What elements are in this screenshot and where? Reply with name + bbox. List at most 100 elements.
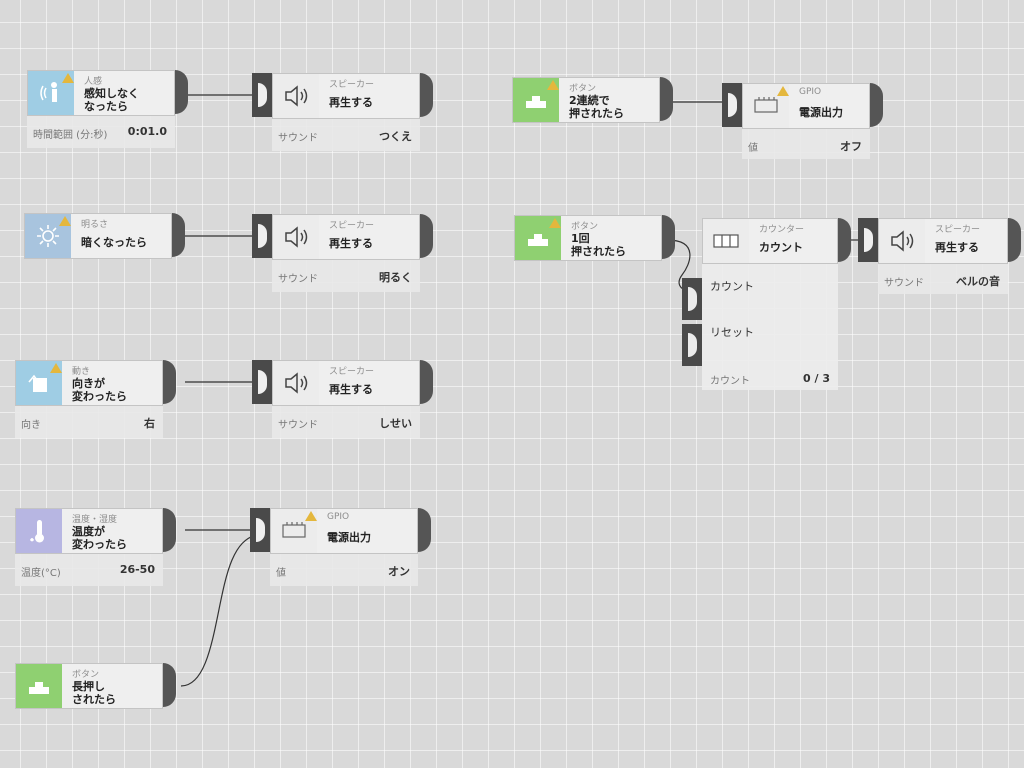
block-action: 再生する: [329, 96, 373, 109]
input-port[interactable]: [858, 218, 878, 262]
block-category: 人感: [84, 77, 103, 87]
block-action: 再生する: [329, 383, 373, 396]
reset-input-label: リセット: [710, 326, 754, 339]
warning-icon: [59, 216, 71, 226]
block-action: 向きが 変わったら: [72, 377, 127, 403]
speaker-card[interactable]: スピーカー 再生する: [878, 218, 1008, 264]
button-icon: [16, 664, 62, 708]
block-action: 2連続で 押されたら: [569, 94, 624, 120]
param-panel[interactable]: サウンド 明るく: [272, 260, 420, 292]
button-card[interactable]: ボタン 2連続で 押されたら: [512, 77, 660, 123]
output-port[interactable]: [870, 83, 883, 127]
param-panel[interactable]: サウンド ベルの音: [878, 264, 1008, 294]
input-port[interactable]: [252, 360, 272, 404]
motion-card[interactable]: 動き 向きが 変わったら: [15, 360, 163, 406]
button-card[interactable]: ボタン 長押し されたら: [15, 663, 163, 709]
output-port[interactable]: [172, 213, 185, 257]
human-sensor-card[interactable]: 人感 感知しなく なったら: [27, 70, 175, 116]
block-action: 暗くなったら: [81, 236, 147, 249]
output-port[interactable]: [163, 508, 176, 552]
block-action: カウント: [759, 241, 803, 254]
brightness-card[interactable]: 明るさ 暗くなったら: [24, 213, 172, 259]
param-panel[interactable]: サウンド つくえ: [272, 119, 420, 151]
param-value[interactable]: 26-50: [119, 563, 155, 576]
speaker-card[interactable]: スピーカー 再生する: [272, 214, 420, 260]
reset-input-port[interactable]: [682, 324, 702, 366]
button-card[interactable]: ボタン 1回 押されたら: [514, 215, 662, 261]
block-category: 明るさ: [81, 220, 109, 230]
count-input-port[interactable]: [682, 278, 702, 320]
speaker-icon: [273, 74, 319, 118]
thermometer-icon: [16, 509, 62, 553]
warning-icon: [547, 80, 559, 90]
param-value[interactable]: ベルの音: [956, 275, 1000, 288]
warning-icon: [777, 86, 789, 96]
block-category: スピーカー: [329, 367, 375, 377]
counter-card[interactable]: カウンター カウント: [702, 218, 838, 264]
output-port[interactable]: [175, 70, 188, 114]
param-value[interactable]: 0:01.0: [127, 125, 167, 138]
param-value[interactable]: オフ: [840, 140, 862, 153]
param-panel[interactable]: 温度(°C) 26-50: [15, 554, 163, 586]
count-status-label: カウント: [710, 376, 750, 387]
param-panel[interactable]: サウンド しせい: [272, 406, 420, 438]
param-label: 値: [748, 143, 758, 154]
output-port[interactable]: [420, 360, 433, 404]
input-port[interactable]: [250, 508, 270, 552]
input-port[interactable]: [722, 83, 742, 127]
output-port[interactable]: [838, 218, 851, 262]
param-value[interactable]: つくえ: [379, 130, 412, 143]
param-label: サウンド: [278, 420, 318, 431]
warning-icon: [549, 218, 561, 228]
param-panel[interactable]: 向き 右: [15, 406, 163, 438]
speaker-icon: [879, 219, 925, 263]
count-input-label: カウント: [710, 280, 754, 293]
param-label: サウンド: [884, 278, 924, 289]
gpio-card[interactable]: GPIO 電源出力: [742, 83, 870, 129]
input-port[interactable]: [252, 73, 272, 117]
block-category: スピーカー: [329, 221, 375, 231]
param-panel[interactable]: 値 オフ: [742, 129, 870, 159]
output-port[interactable]: [1008, 218, 1021, 262]
block-action: 長押し されたら: [72, 680, 116, 706]
block-category: 動き: [72, 367, 91, 377]
input-port[interactable]: [252, 214, 272, 258]
block-action: 温度が 変わったら: [72, 525, 127, 551]
block-action: 再生する: [935, 241, 979, 254]
wire-button-long-gpio: [180, 533, 259, 687]
gpio-card[interactable]: GPIO 電源出力: [270, 508, 418, 554]
param-label: サウンド: [278, 133, 318, 144]
output-port[interactable]: [660, 77, 673, 121]
block-category: スピーカー: [935, 225, 981, 235]
warning-icon: [305, 511, 317, 521]
block-action: 感知しなく なったら: [84, 87, 139, 113]
block-category: GPIO: [327, 512, 350, 522]
counter-icon: [703, 219, 749, 263]
block-action: 1回 押されたら: [571, 232, 626, 258]
param-value[interactable]: しせい: [379, 417, 412, 430]
speaker-card[interactable]: スピーカー 再生する: [272, 360, 420, 406]
block-action: 電源出力: [327, 531, 371, 544]
output-port[interactable]: [420, 73, 433, 117]
block-category: ボタン: [571, 222, 599, 232]
output-port[interactable]: [163, 360, 176, 404]
param-value[interactable]: 右: [144, 417, 155, 430]
speaker-card[interactable]: スピーカー 再生する: [272, 73, 420, 119]
param-value[interactable]: オン: [388, 565, 410, 578]
count-status-value: 0 / 3: [803, 372, 830, 385]
output-port[interactable]: [662, 215, 675, 259]
output-port[interactable]: [420, 214, 433, 258]
param-label: 値: [276, 568, 286, 579]
block-action: 電源出力: [799, 106, 843, 119]
counter-panel[interactable]: カウント リセット カウント 0 / 3: [682, 264, 838, 390]
block-category: GPIO: [799, 87, 822, 97]
param-panel[interactable]: 時間範囲 (分:秒) 0:01.0: [27, 116, 175, 148]
param-panel[interactable]: 値 オン: [270, 554, 418, 586]
output-port[interactable]: [418, 508, 431, 552]
speaker-icon: [273, 215, 319, 259]
output-port[interactable]: [163, 663, 176, 707]
param-value[interactable]: 明るく: [379, 271, 412, 284]
param-label: 温度(°C): [21, 568, 61, 579]
temperature-card[interactable]: 温度・湿度 温度が 変わったら: [15, 508, 163, 554]
